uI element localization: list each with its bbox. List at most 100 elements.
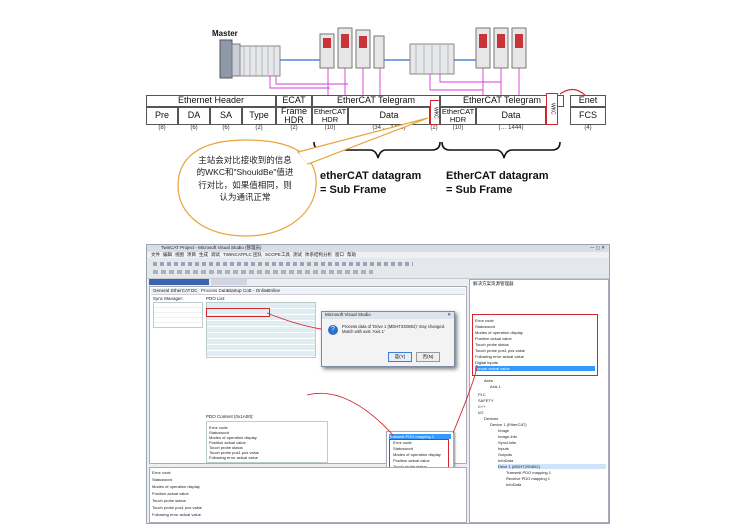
tree-item[interactable]: C++ bbox=[478, 404, 486, 409]
explorer-pdo-row[interactable]: Statusword bbox=[475, 324, 496, 329]
pdo-content-row[interactable]: Statusword bbox=[209, 430, 230, 435]
size-type: (2) bbox=[255, 125, 263, 131]
pdo-content-row[interactable]: Touch probe status bbox=[209, 445, 243, 450]
grid-row[interactable]: Modes of operation display bbox=[152, 484, 200, 489]
tab-process-data[interactable]: Process Data bbox=[201, 288, 229, 294]
explorer-pdo-row-selected[interactable]: Torque actual value bbox=[475, 366, 595, 371]
pdo-content-row[interactable]: Following error actual value bbox=[209, 455, 258, 460]
grid-row[interactable]: Statusword bbox=[152, 477, 173, 482]
pdo-list-table[interactable] bbox=[206, 302, 316, 358]
datagram-label-2: EtherCAT datagram= Sub Frame bbox=[446, 170, 549, 196]
slave-group-1 bbox=[319, 27, 385, 69]
question-icon: ? bbox=[328, 325, 338, 335]
explorer-pdo-row[interactable]: Touch probe status bbox=[475, 342, 509, 347]
tree-item[interactable]: InfoData bbox=[506, 482, 522, 487]
popup-item[interactable]: Touch probe status bbox=[389, 464, 451, 469]
tab-general[interactable]: General bbox=[153, 288, 170, 293]
explorer-pdo-row[interactable]: Following error actual value bbox=[475, 354, 524, 359]
grid-row[interactable]: Following error actual value bbox=[152, 512, 201, 517]
grid-row[interactable]: Touch probe status bbox=[152, 498, 186, 503]
document-tab-active[interactable] bbox=[149, 279, 209, 285]
tab-startup[interactable]: Startup bbox=[227, 288, 242, 293]
dialog-close-icon[interactable]: ✕ bbox=[447, 312, 451, 317]
menu-item-test[interactable]: 测试 bbox=[293, 252, 302, 257]
grid-row[interactable]: Touch probe pos1 pos value bbox=[152, 505, 203, 510]
tree-item[interactable]: InfoData bbox=[498, 458, 514, 463]
field-data-2: Data bbox=[476, 107, 546, 125]
pdo-list-highlight bbox=[206, 308, 270, 317]
tree-item[interactable]: Devices bbox=[484, 416, 499, 421]
menu-item-architecture[interactable]: 体系结构 bbox=[305, 252, 323, 257]
pdo-content-row[interactable]: Modes of operation display bbox=[209, 435, 257, 440]
pdo-content-row[interactable]: Position actual value bbox=[209, 440, 246, 445]
explorer-pdo-row[interactable]: Modes of operation display bbox=[475, 330, 523, 335]
solution-explorer-title: 解决方案资源管理器 bbox=[473, 281, 514, 286]
diagram-annotations bbox=[177, 88, 587, 237]
tab-dc[interactable]: DC bbox=[191, 288, 198, 293]
pdo-content-row[interactable]: Touch probe pos1 pos value bbox=[209, 450, 260, 455]
tree-item[interactable]: PLC bbox=[478, 392, 486, 397]
menu-item-analyze[interactable]: 分析 bbox=[323, 252, 332, 257]
title-bar: TwinCAT Project - Microsoft Visual Studi… bbox=[147, 245, 609, 252]
tree-item[interactable]: Outputs bbox=[498, 452, 513, 457]
size-ecat-hdr-2: (10) bbox=[452, 125, 464, 131]
tree-item[interactable]: Device 1 (EtherCAT) bbox=[490, 422, 527, 427]
pdo-content-table[interactable]: Error code Statusword Modes of operation… bbox=[206, 421, 328, 463]
pdo-content-row[interactable]: Error code bbox=[209, 425, 228, 430]
tree-item[interactable]: Axes bbox=[484, 378, 493, 383]
field-sa: SA bbox=[210, 107, 242, 125]
menu-item-build[interactable]: 生成 bbox=[199, 252, 208, 257]
tab-online[interactable]: Online bbox=[267, 288, 281, 293]
menu-item-debug[interactable]: 调试 bbox=[211, 252, 220, 257]
tab-coe-online[interactable]: CoE - Online bbox=[243, 288, 269, 293]
sync-manager-table[interactable] bbox=[153, 302, 203, 328]
menu-item-twincat[interactable]: TWINCAT bbox=[223, 252, 244, 257]
dialog-message: Process data of 'Drive 1 (MDHT2S0802)' m… bbox=[342, 324, 446, 335]
dialog-no-button[interactable]: 否(N) bbox=[416, 352, 440, 362]
tree-item[interactable]: SyncUnits bbox=[498, 440, 517, 445]
popup-item[interactable]: Error code bbox=[393, 440, 412, 445]
explorer-pdo-row[interactable]: Touch probe pos1 pos value bbox=[475, 348, 526, 353]
size-data-2: (… 1444) bbox=[498, 125, 524, 131]
menu-item-help[interactable]: 帮助 bbox=[347, 252, 356, 257]
tree-item[interactable]: Inputs bbox=[498, 446, 509, 451]
tab-ethercat[interactable]: EtherCAT bbox=[171, 288, 191, 293]
menu-item-plc[interactable]: PLC bbox=[243, 252, 252, 257]
field-fcs: FCS bbox=[570, 107, 606, 125]
menu-item-window[interactable]: 窗口 bbox=[335, 252, 344, 257]
tree-item[interactable]: Transmit PDO mapping 1 bbox=[506, 470, 551, 475]
popup-item[interactable]: Statusword bbox=[393, 446, 414, 451]
telegram-2-group: EtherCAT Telegram bbox=[440, 95, 564, 107]
menu-item-file[interactable]: 文件 bbox=[151, 252, 160, 257]
tree-item[interactable]: Axis 1 bbox=[490, 384, 501, 389]
menu-item-scope[interactable]: SCOPE bbox=[265, 252, 281, 257]
menu-item-tools[interactable]: 工具 bbox=[281, 252, 290, 257]
tree-item[interactable]: SAFETY bbox=[478, 398, 494, 403]
window-controls-icon[interactable]: — ▢ ✕ bbox=[589, 245, 605, 250]
popup-item[interactable]: Position actual value bbox=[393, 458, 430, 463]
dialog-yes-button[interactable]: 是(Y) bbox=[388, 352, 412, 362]
menu-item-view[interactable]: 视图 bbox=[175, 252, 184, 257]
explorer-pdo-content[interactable]: Error code Statusword Modes of operation… bbox=[472, 314, 598, 376]
grid-row[interactable]: Error code bbox=[152, 470, 171, 475]
toolbar[interactable] bbox=[147, 258, 609, 279]
grid-row[interactable]: Position actual value bbox=[152, 491, 189, 496]
explorer-pdo-row[interactable]: Digital inputs bbox=[475, 360, 498, 365]
popup-item[interactable]: Modes of operation display bbox=[393, 452, 441, 457]
highlight-arc bbox=[559, 88, 587, 97]
menu-item-edit[interactable]: 编辑 bbox=[163, 252, 172, 257]
tree-item[interactable]: Receive PDO mapping 1 bbox=[506, 476, 551, 481]
field-wkc-2: WKC bbox=[546, 93, 558, 125]
variable-grid[interactable]: Error code Statusword Modes of operation… bbox=[149, 467, 467, 523]
tree-item-selected[interactable]: Drive 1 (MDHT2S0802) bbox=[498, 464, 606, 469]
tree-item[interactable]: I/O bbox=[478, 410, 484, 415]
explorer-pdo-row[interactable]: Error code bbox=[475, 318, 494, 323]
size-ecat-hdr-1: (10) bbox=[324, 125, 336, 131]
explorer-pdo-row[interactable]: Position actual value bbox=[475, 336, 512, 341]
tree-item[interactable]: Image-Info bbox=[498, 434, 518, 439]
menu-item-team[interactable]: 团队 bbox=[253, 252, 262, 257]
tree-item[interactable]: Image bbox=[498, 428, 510, 433]
menu-item-project[interactable]: 项目 bbox=[187, 252, 196, 257]
document-tab[interactable] bbox=[211, 279, 247, 285]
